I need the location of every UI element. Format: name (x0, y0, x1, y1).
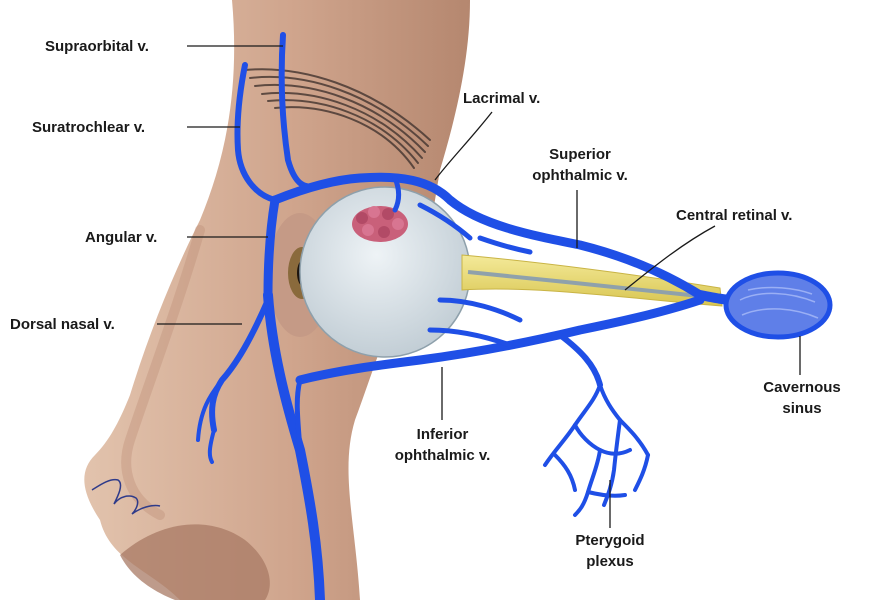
label-superior-ophthalmic-line2: ophthalmic v. (525, 165, 635, 186)
lacrimal-gland (352, 206, 408, 242)
label-cavernous-line1: Cavernous (752, 377, 852, 398)
label-lacrimal-vein: Lacrimal v. (463, 88, 540, 109)
label-superior-ophthalmic-vein: Superior ophthalmic v. (525, 144, 635, 186)
label-superior-ophthalmic-line1: Superior (525, 144, 635, 165)
label-dorsal-nasal-vein: Dorsal nasal v. (10, 314, 115, 335)
pterygoid-plexus (545, 385, 648, 515)
pterygoid-connector (560, 335, 600, 385)
label-supraorbital-vein: Supraorbital v. (45, 36, 149, 57)
label-pterygoid-line1: Pterygoid (560, 530, 660, 551)
cavernous-sinus (726, 273, 830, 337)
label-cavernous-line2: sinus (752, 398, 852, 419)
label-inferior-ophthalmic-line1: Inferior (385, 424, 500, 445)
label-angular-vein: Angular v. (85, 227, 157, 248)
label-inferior-ophthalmic-vein: Inferior ophthalmic v. (385, 424, 500, 466)
label-pterygoid-line2: plexus (560, 551, 660, 572)
label-supratrochlear-vein: Suratrochlear v. (32, 117, 145, 138)
label-cavernous-sinus: Cavernous sinus (752, 377, 852, 419)
label-inferior-ophthalmic-line2: ophthalmic v. (385, 445, 500, 466)
label-pterygoid-plexus: Pterygoid plexus (560, 530, 660, 572)
label-central-retinal-vein: Central retinal v. (676, 205, 792, 226)
